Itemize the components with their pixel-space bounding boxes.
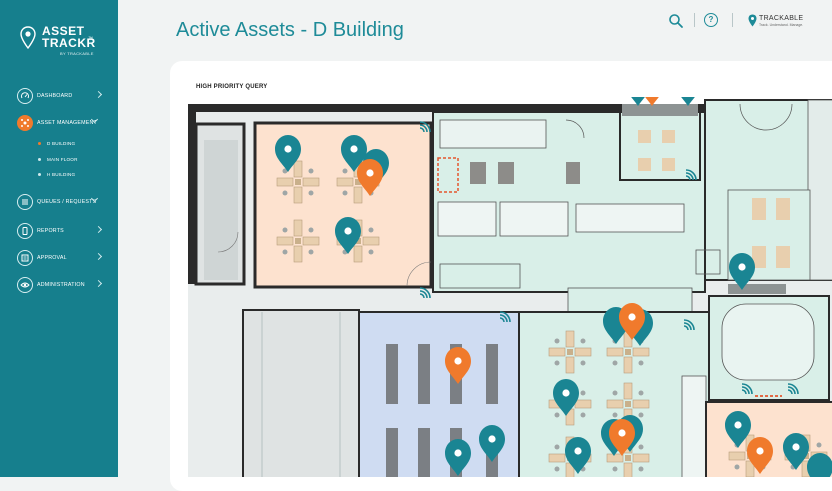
logo-trademark: ™ [88, 36, 93, 42]
sidebar-subitem-h-building[interactable]: H BUILDING [38, 169, 75, 179]
logo-text-trackr: TRACKR [42, 36, 96, 50]
phone-icon [17, 223, 33, 239]
eye-icon [17, 277, 33, 293]
brand-pin-icon [748, 14, 757, 27]
map-query-label: HIGH PRIORITY QUERY [196, 84, 268, 90]
queue-icon [17, 194, 33, 210]
sidebar-item-label: DASHBOARD [37, 93, 73, 99]
dot-icon [38, 157, 41, 161]
sidebar-item-label: ADMINISTRATION [37, 282, 85, 288]
divider [732, 13, 733, 27]
help-icon[interactable]: ? [704, 13, 718, 27]
topbar: ? TRACKABLE Track. Understand. Manage. [652, 10, 832, 32]
page-title: Active Assets - D Building [176, 19, 404, 41]
active-dot-icon [38, 141, 41, 145]
sidebar-subitem-label: H BUILDING [47, 171, 76, 177]
sidebar-subitem-label: D BUILDING [47, 140, 76, 146]
sidebar-subitem-d-building[interactable]: D BUILDING [38, 138, 75, 148]
sidebar-item-approval[interactable]: APPROVAL [17, 249, 107, 267]
sidebar: ASSET TRACKR ™ BY TRACKABLE DASHBOARD AS… [0, 0, 118, 477]
sidebar-item-label: QUEUES / REQUESTS [37, 199, 97, 205]
sidebar-item-queues-requests[interactable]: QUEUES / REQUESTS [17, 193, 107, 211]
logo-text-asset: ASSET [42, 24, 85, 38]
sidebar-item-administration[interactable]: ADMINISTRATION [17, 276, 107, 294]
sidebar-item-reports[interactable]: REPORTS [17, 222, 107, 240]
app-logo[interactable]: ASSET TRACKR ™ BY TRACKABLE [20, 24, 110, 60]
divider [694, 13, 695, 27]
logo-byline: BY TRACKABLE [60, 51, 94, 56]
brand-name: TRACKABLE [759, 15, 804, 22]
floor-plan-map[interactable] [0, 0, 832, 477]
brand-tagline: Track. Understand. Manage. [759, 23, 804, 27]
search-icon[interactable] [668, 13, 684, 29]
logo-pin-icon [20, 26, 36, 50]
marker-dot [284, 145, 800, 457]
approval-icon [17, 250, 33, 266]
sidebar-subitem-label: MAIN FLOOR [47, 156, 78, 162]
sidebar-item-asset-management[interactable]: ASSET MANAGEMENT [17, 114, 107, 132]
sidebar-item-label: APPROVAL [37, 255, 67, 261]
sidebar-subitem-main-floor[interactable]: MAIN FLOOR [38, 154, 78, 164]
gauge-icon [17, 88, 33, 104]
sidebar-item-label: REPORTS [37, 228, 64, 234]
network-icon [17, 115, 33, 131]
brand-logo: TRACKABLE Track. Understand. Manage. [748, 13, 828, 29]
sidebar-item-dashboard[interactable]: DASHBOARD [17, 87, 107, 105]
sidebar-item-label: ASSET MANAGEMENT [37, 120, 97, 126]
floor-plan [188, 97, 832, 477]
dot-icon [38, 172, 41, 176]
